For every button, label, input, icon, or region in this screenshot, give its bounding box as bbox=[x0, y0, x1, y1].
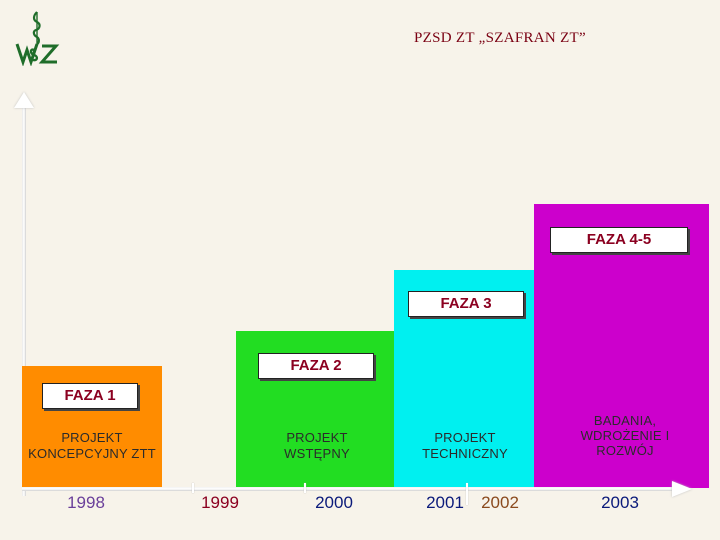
year-2002: 2002 bbox=[481, 493, 519, 512]
year-2003: 2003 bbox=[601, 493, 639, 512]
time-axis-arrow-icon bbox=[672, 481, 692, 497]
phase-4-5-label: FAZA 4-5 bbox=[550, 227, 688, 253]
tick-1999 bbox=[192, 483, 194, 493]
phase-1-description: PROJEKT KONCEPCYJNY ZTT bbox=[28, 430, 156, 461]
phase-2-label: FAZA 2 bbox=[258, 353, 374, 379]
slide-title: PZSD ZT „SZAFRAN ZT” bbox=[414, 30, 586, 46]
tick-2000 bbox=[304, 483, 306, 493]
tick-2002 bbox=[466, 483, 468, 505]
time-axis bbox=[22, 487, 677, 491]
vertical-axis bbox=[22, 106, 26, 496]
year-1999: 1999 bbox=[201, 493, 239, 512]
phase-4-5-description: BADANIA, WDROŻENIE I ROZWÓJ bbox=[580, 413, 670, 458]
phase-1-label: FAZA 1 bbox=[42, 383, 138, 409]
phase-3-description: PROJEKT TECHNICZNY bbox=[422, 430, 508, 461]
vertical-axis-arrow-icon bbox=[14, 92, 34, 108]
year-2000: 2000 bbox=[315, 493, 353, 512]
year-1998: 1998 bbox=[67, 493, 105, 512]
wsz-logo bbox=[15, 11, 60, 66]
phase-3-label: FAZA 3 bbox=[408, 291, 524, 317]
phase-2-description: PROJEKT WSTĘPNY bbox=[284, 430, 350, 461]
year-2001: 2001 bbox=[426, 493, 464, 512]
